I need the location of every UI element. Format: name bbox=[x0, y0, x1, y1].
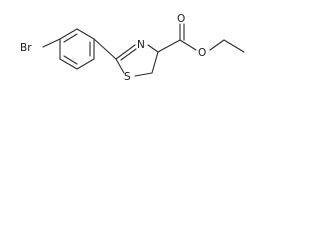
structure-canvas: Br N S O O bbox=[0, 0, 271, 103]
c4-c5-bond bbox=[151, 51, 159, 74]
sulfur-label: S bbox=[124, 71, 131, 83]
benzene-double-bond-c bbox=[63, 55, 78, 65]
bromine-label: Br bbox=[20, 42, 32, 54]
molecule-drawing: Br N S O O bbox=[20, 13, 245, 83]
c4-carbonyl-bond bbox=[157, 39, 181, 53]
ch2-ch3-bond bbox=[223, 39, 245, 53]
carbon-bromine-bond bbox=[42, 38, 61, 48]
bromophenyl-ring bbox=[59, 28, 95, 70]
benzene-bond-1 bbox=[59, 28, 78, 40]
s-c2-bond bbox=[115, 58, 125, 74]
ether-oxygen-label: O bbox=[198, 47, 206, 59]
benzene-bond-4 bbox=[76, 58, 95, 70]
c2-n-double-bond bbox=[120, 48, 137, 61]
nitrogen-label: N bbox=[137, 39, 145, 51]
n-c4-bond bbox=[147, 44, 159, 53]
c5-s-bond bbox=[134, 72, 153, 77]
ethyl-ester-group bbox=[157, 23, 245, 53]
benzene-bond-2 bbox=[76, 28, 95, 40]
carbonyl-oxygen-label: O bbox=[177, 13, 185, 25]
benzene-double-bond-a bbox=[63, 33, 78, 43]
c2-n-bond bbox=[115, 44, 136, 60]
aryl-thiazoline-bond bbox=[93, 38, 117, 60]
carbonyl-ether-oxygen-bond bbox=[179, 39, 197, 51]
benzene-bond-5 bbox=[59, 58, 78, 70]
ether-oxygen-ch2-bond bbox=[209, 39, 225, 51]
thiazoline-ring bbox=[115, 44, 159, 77]
